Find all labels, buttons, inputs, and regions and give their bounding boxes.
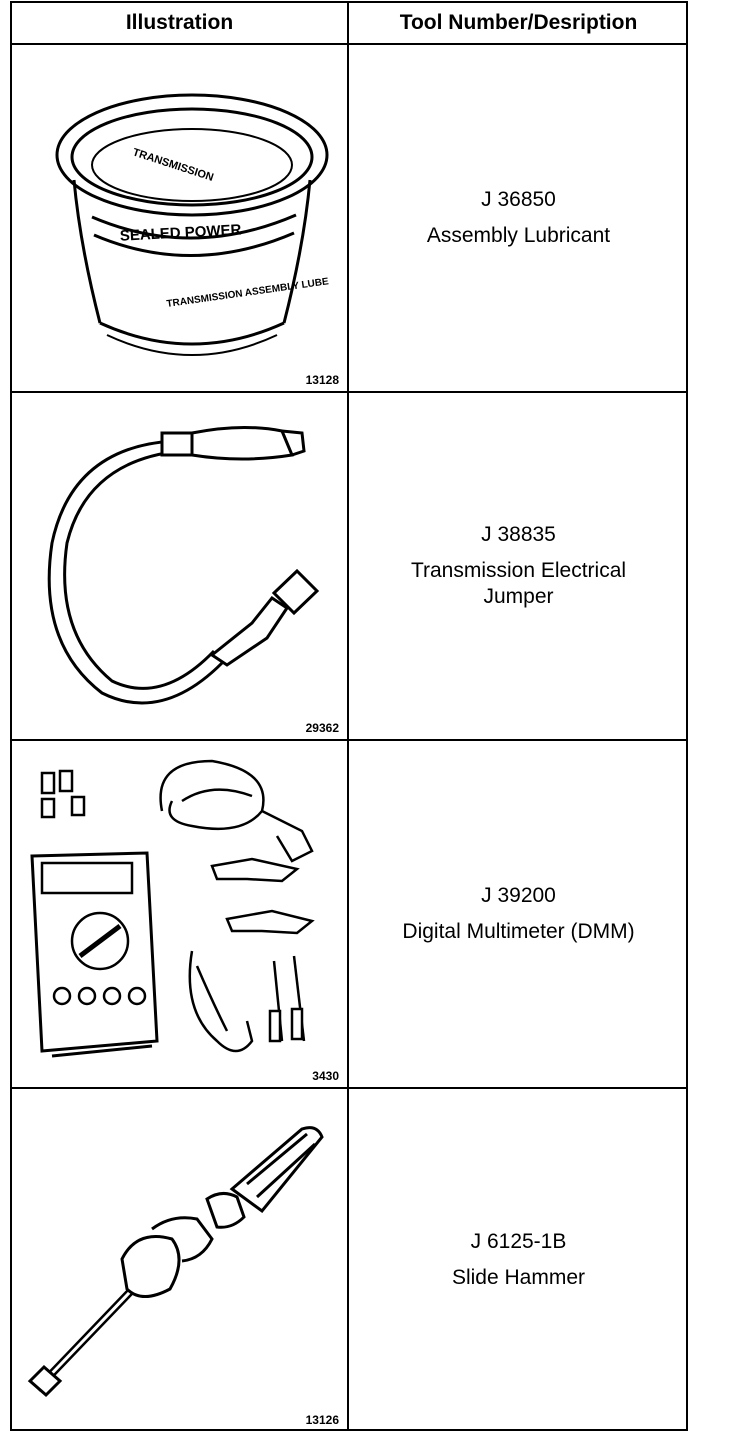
figure-number: 13128 (305, 373, 339, 387)
figure-number: 3430 (312, 1069, 339, 1083)
tool-description-cell: J 6125-1B Slide Hammer (349, 1089, 688, 1431)
table-row: TRANSMISSION SEALED POWER TRANSMISSION A… (12, 45, 686, 391)
illustration-cell: 3430 (12, 741, 347, 1087)
tool-description-cell: J 39200 Digital Multimeter (DMM) (349, 741, 688, 1087)
illustration-cell: 13126 (12, 1089, 347, 1431)
illustration-cell: 29362 (12, 393, 347, 739)
figure-number: 29362 (305, 721, 339, 735)
header-tool-number: Tool Number/Desription (399, 11, 638, 34)
tool-description-cell: J 36850 Assembly Lubricant (349, 45, 688, 391)
tool-description-cell: J 38835 Transmission Electrical Jumper (349, 393, 688, 739)
tool-number: J 38835 (481, 523, 556, 546)
digital-multimeter-icon (30, 759, 315, 1058)
illustration-cell: TRANSMISSION SEALED POWER TRANSMISSION A… (12, 45, 347, 391)
table-row: 13126 J 6125-1B Slide Hammer (12, 1089, 686, 1431)
lubricant-container-icon: TRANSMISSION SEALED POWER TRANSMISSION A… (55, 93, 330, 356)
row-divider (12, 739, 686, 741)
tool-number: J 6125-1B (470, 1230, 567, 1253)
container-brand-label: SEALED POWER (119, 221, 242, 244)
row-divider (12, 1087, 686, 1089)
special-tools-table: Illustration Tool Number/Desription TRAN… (10, 1, 688, 1431)
tool-description: Slide Hammer (451, 1266, 586, 1289)
tool-number: J 39200 (481, 884, 556, 907)
table-row: 29362 J 38835 Transmission Electrical Ju… (12, 393, 686, 739)
tool-description: Digital Multimeter (DMM) (402, 920, 635, 943)
column-divider (347, 3, 349, 1429)
container-product-label: TRANSMISSION ASSEMBLY LUBE (166, 276, 330, 310)
electrical-jumper-cable-icon (47, 425, 320, 705)
row-divider (12, 391, 686, 393)
tool-description: Jumper (483, 585, 554, 608)
header-divider (12, 43, 686, 45)
tool-description: Assembly Lubricant (426, 224, 611, 247)
tool-number: J 36850 (481, 188, 556, 211)
tool-description: Transmission Electrical (410, 559, 627, 582)
table-row: 3430 J 39200 Digital Multimeter (DMM) (12, 741, 686, 1087)
slide-hammer-icon (27, 1126, 324, 1398)
figure-number: 13126 (305, 1413, 339, 1427)
header-illustration: Illustration (125, 11, 234, 34)
